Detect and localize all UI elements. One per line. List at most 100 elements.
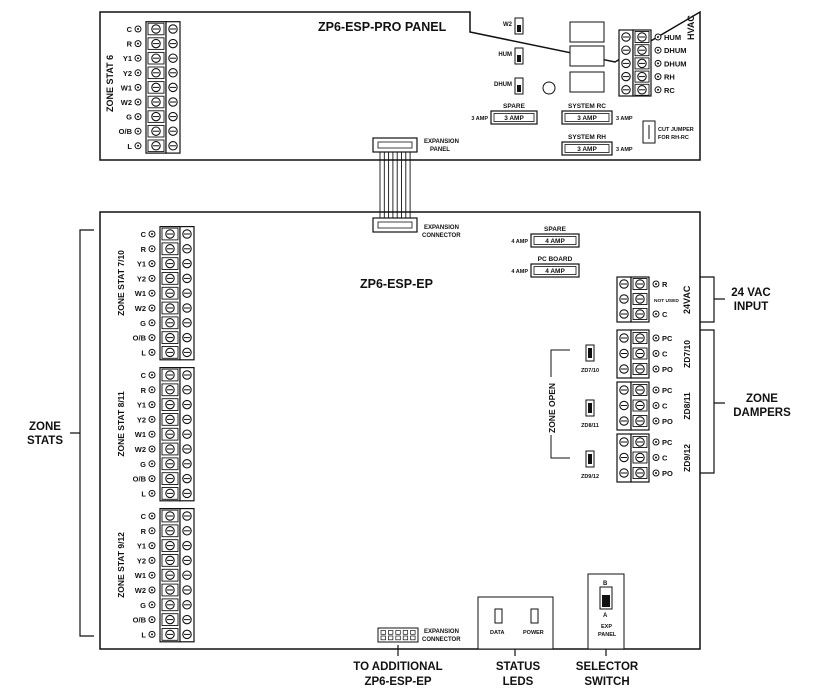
terminal-dot — [148, 415, 156, 423]
damper-label: ZD9/12 — [682, 444, 692, 472]
damper-label: ZD8/11 — [682, 392, 692, 420]
screw-icon — [619, 333, 629, 343]
screw-icon — [635, 279, 645, 289]
screw-icon — [165, 555, 175, 566]
screw-icon — [635, 437, 645, 447]
terminal-dot — [652, 438, 660, 446]
screw-icon — [151, 82, 161, 93]
screw-icon — [165, 303, 175, 313]
terminal-dot — [148, 260, 156, 268]
screw-icon — [182, 229, 192, 239]
fuse-label: SPARE — [544, 226, 567, 233]
terminal-dot — [148, 445, 156, 453]
terminal-dot — [654, 46, 662, 54]
vac-terminal-label: R — [662, 280, 668, 289]
screw-icon — [182, 347, 192, 358]
screw-icon — [182, 511, 192, 521]
terminal-label: Y1 — [137, 260, 146, 269]
fuse-side-note: 3 AMP — [616, 116, 633, 122]
terminal-dot — [148, 616, 156, 624]
terminal-dot — [148, 630, 156, 638]
not-used-label: NOT USED — [654, 298, 679, 304]
terminal-label: G — [140, 601, 146, 610]
screw-icon — [635, 364, 645, 374]
screw-icon — [165, 288, 175, 298]
screw-icon — [637, 45, 647, 55]
selector-label-1: SELECTOR — [576, 661, 639, 673]
vac-bracket — [700, 276, 725, 323]
screw-icon — [619, 468, 629, 478]
zone-open-led-label: ZD7/10 — [581, 368, 599, 374]
screw-icon — [151, 141, 161, 151]
screw-icon — [165, 600, 175, 610]
screw-icon — [168, 24, 178, 34]
screw-icon — [168, 68, 178, 78]
screw-icon — [182, 488, 192, 499]
screw-icon — [165, 540, 175, 551]
screw-icon — [619, 348, 629, 359]
damper-terminal-label: C — [662, 350, 668, 359]
dampers-bracket — [700, 329, 725, 474]
led-indicator — [542, 81, 556, 95]
vac-terminal-block: RC — [616, 276, 668, 323]
screw-icon — [165, 444, 175, 454]
terminal-label: Y2 — [137, 274, 146, 283]
terminal-dot — [654, 73, 662, 81]
screw-icon — [619, 437, 629, 447]
switch-label: W2 — [503, 22, 513, 28]
screw-icon — [637, 71, 647, 82]
screw-icon — [635, 416, 645, 426]
screw-icon — [182, 273, 192, 284]
screw-icon — [168, 97, 178, 107]
status-label-2: LEDS — [503, 676, 534, 688]
terminal-dot — [134, 127, 142, 135]
terminal-dot — [148, 334, 156, 342]
dampers-callout-1: ZONE — [746, 393, 778, 405]
screw-icon — [165, 459, 175, 469]
screw-icon — [165, 414, 175, 425]
switch-a-label: A — [603, 613, 608, 619]
pro-panel-title: ZP6-ESP-PRO PANEL — [318, 20, 447, 34]
screw-icon — [635, 385, 645, 395]
screw-icon — [182, 600, 192, 610]
data-led — [494, 608, 503, 624]
terminal-label: G — [126, 113, 132, 122]
switch-label: HUM — [498, 52, 512, 58]
relay-3 — [569, 71, 605, 93]
terminal-label: O/B — [133, 334, 147, 343]
screw-icon — [182, 303, 192, 313]
screw-icon — [621, 71, 631, 82]
ep-panel-outline — [99, 211, 701, 650]
terminal-dot — [134, 83, 142, 91]
relay-1 — [569, 21, 605, 43]
screw-icon — [165, 347, 175, 358]
fuse-rating: 3 AMP — [577, 146, 597, 153]
fuse-side-note: 3 AMP — [616, 147, 633, 153]
terminal-dot — [148, 542, 156, 550]
terminal-dot — [148, 586, 156, 594]
screw-icon — [635, 333, 645, 343]
terminal-dot — [148, 304, 156, 312]
terminal-label: L — [127, 142, 132, 151]
screw-icon — [182, 429, 192, 439]
screw-icon — [165, 488, 175, 499]
ep-bottom-exp-1: EXPANSION — [424, 629, 459, 635]
damper-terminal-label: PO — [662, 469, 673, 478]
hvac-terminal-label: RC — [664, 86, 675, 95]
screw-icon — [165, 318, 175, 328]
screw-icon — [619, 294, 629, 304]
terminal-dot — [134, 98, 142, 106]
terminal-dot — [148, 571, 156, 579]
jumper-note-2: FOR RH-RC — [658, 135, 689, 141]
terminal-dot — [148, 601, 156, 609]
terminal-dot — [652, 402, 660, 409]
screw-icon — [151, 53, 161, 63]
power-led-label: POWER — [523, 630, 544, 636]
terminal-dot — [652, 417, 660, 425]
terminal-label: C — [141, 371, 147, 380]
screw-icon — [151, 68, 161, 78]
terminal-dot — [148, 460, 156, 468]
terminal-label: O/B — [119, 127, 133, 136]
